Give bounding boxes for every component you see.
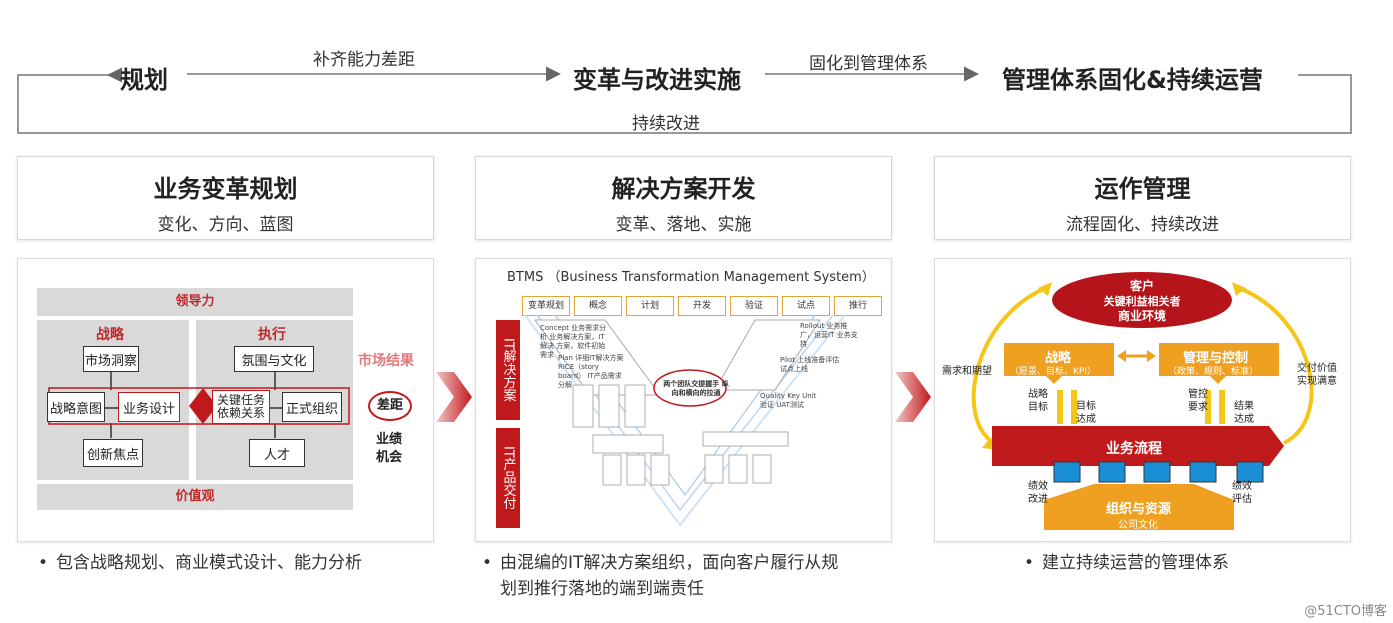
it-solution-tag: IT解决方案	[496, 320, 520, 420]
customer-label: 客户	[1129, 279, 1154, 293]
strategy-sub-label: （愿景、目标、KPI）	[1010, 367, 1096, 377]
phase-box: 开发	[678, 296, 726, 316]
performance-label: 业绩	[376, 432, 403, 447]
mgmt-sub-label: （政策、规则、标准）	[1168, 367, 1259, 377]
bullet-text-line2: 划到推行落地的端到端责任	[500, 579, 704, 599]
org-resource-label: 组织与资源	[1106, 502, 1172, 517]
column-header-planning: 业务变革规划 变化、方向、蓝图	[17, 156, 434, 240]
flow-step-implement: 变革与改进实施	[573, 66, 741, 94]
business-design-box: 业务设计	[118, 392, 180, 422]
opportunity-label: 机会	[376, 450, 403, 465]
market-insight-box: 市场洞察	[83, 346, 139, 372]
pilot-note: Pilot 上线准备评估 试点上线	[780, 356, 840, 373]
column-subtitle: 变化、方向、蓝图	[157, 215, 294, 235]
demand-label: 需求和期望	[942, 366, 992, 377]
execution-label: 执行	[258, 327, 286, 343]
stakeholder-label: 关键利益相关者	[1103, 295, 1181, 308]
bullet-operation: • 建立持续运营的管理体系	[1024, 550, 1229, 576]
business-env-label: 商业环境	[1117, 309, 1166, 323]
mgmt-control-label: 管理与控制	[1183, 351, 1249, 366]
innovation-focus-box: 创新焦点	[83, 439, 143, 467]
phase-box: 变革规划	[522, 296, 570, 316]
talent-box: 人才	[249, 439, 305, 467]
phase-box: 试点	[782, 296, 830, 316]
flow-step-operate: 管理体系固化&持续运营	[1002, 66, 1263, 94]
climate-culture-box: 氛围与文化	[234, 346, 314, 372]
strategy-goal-label: 战略 目标	[1028, 389, 1048, 413]
column-title: 业务变革规划	[153, 175, 298, 203]
control-req-label: 管控 要求	[1188, 389, 1208, 413]
column-header-solution: 解决方案开发 变革、落地、实施	[475, 156, 892, 240]
delivery-label: 交付价值 实现满意	[1297, 363, 1337, 387]
bullet-text: 建立持续运营的管理体系	[1042, 553, 1229, 573]
values-band: 价值观	[37, 484, 353, 510]
flow-connectors	[17, 66, 1352, 134]
column-title: 解决方案开发	[611, 175, 756, 203]
flow-link-fix: 固化到管理体系	[809, 54, 928, 74]
bullet-dot-icon: •	[38, 553, 49, 573]
column-subtitle: 变革、落地、实施	[615, 215, 752, 235]
bullet-text-line1: 由混编的IT解决方案组织，面向客户履行从规	[500, 553, 839, 573]
result-reach-label: 结果 达成	[1234, 401, 1254, 425]
rollout-note: Rollout 业务推广，运营IT 业务支持	[800, 322, 858, 348]
leadership-band: 领导力	[37, 288, 353, 316]
plan-note: Plan 详细IT解决方案 RICE（story board） IT产品需求分解	[558, 354, 624, 389]
bullet-dot-icon: •	[1024, 553, 1035, 573]
watermark: @51CTO博客	[1304, 604, 1387, 619]
goal-reach-label: 目标 达成	[1076, 401, 1096, 425]
customer-ellipse-text: 客户 关键利益相关者 商业环境	[1082, 279, 1202, 324]
column-header-operation: 运作管理 流程固化、持续改进	[934, 156, 1351, 240]
v-model-diagram	[524, 314, 846, 527]
bullet-planning: • 包含战略规划、商业模式设计、能力分析	[38, 550, 362, 576]
flow-step-plan: 规划	[120, 66, 168, 94]
business-process-label: 业务流程	[1106, 441, 1162, 457]
phase-box: 计划	[626, 296, 674, 316]
flow-loop-label: 持续改进	[632, 114, 700, 134]
strategy-label: 战略	[96, 327, 124, 343]
column-subtitle: 流程固化、持续改进	[1066, 215, 1219, 235]
arrow-right-icon	[436, 372, 472, 422]
strategy-label: 战略	[1045, 351, 1072, 366]
formal-org-box: 正式组织	[282, 392, 342, 422]
bullet-dot-icon: •	[482, 553, 493, 573]
perf-improve-label: 绩效 改进	[1028, 481, 1048, 505]
it-product-tag: IT产品交付	[496, 428, 520, 528]
strategic-intent-box: 战略意图	[47, 392, 105, 422]
company-culture-label: 公司文化	[1118, 520, 1158, 531]
phase-box: 概念	[574, 296, 622, 316]
arrow-right-icon	[895, 372, 931, 422]
key-tasks-box: 关键任务 依赖关系	[212, 390, 270, 424]
bullet-text: 包含战略规划、商业模式设计、能力分析	[56, 553, 362, 573]
column-title: 运作管理	[1094, 175, 1191, 203]
center-note: 两个团队交提握手 纵向和横向的拉通	[663, 380, 729, 397]
gap-oval: 差距	[368, 391, 412, 421]
quality-note: Quality Key Unit验证 UAT测试	[760, 392, 817, 409]
market-result-label: 市场结果	[358, 353, 414, 369]
phase-box: 推行	[834, 296, 882, 316]
btms-title: BTMS （Business Transformation Management…	[507, 270, 875, 285]
flow-link-gap: 补齐能力差距	[313, 50, 415, 70]
phase-box: 验证	[730, 296, 778, 316]
perf-eval-label: 绩效 评估	[1232, 481, 1252, 505]
bullet-solution: • 由混编的IT解决方案组织，面向客户履行从规 划到推行落地的端到端责任	[482, 550, 838, 602]
concept-note: Concept 业务需求分析 业务解决方案，IT 解决 方案，软件初始需求	[540, 324, 607, 359]
operation-diagram	[971, 272, 1314, 530]
